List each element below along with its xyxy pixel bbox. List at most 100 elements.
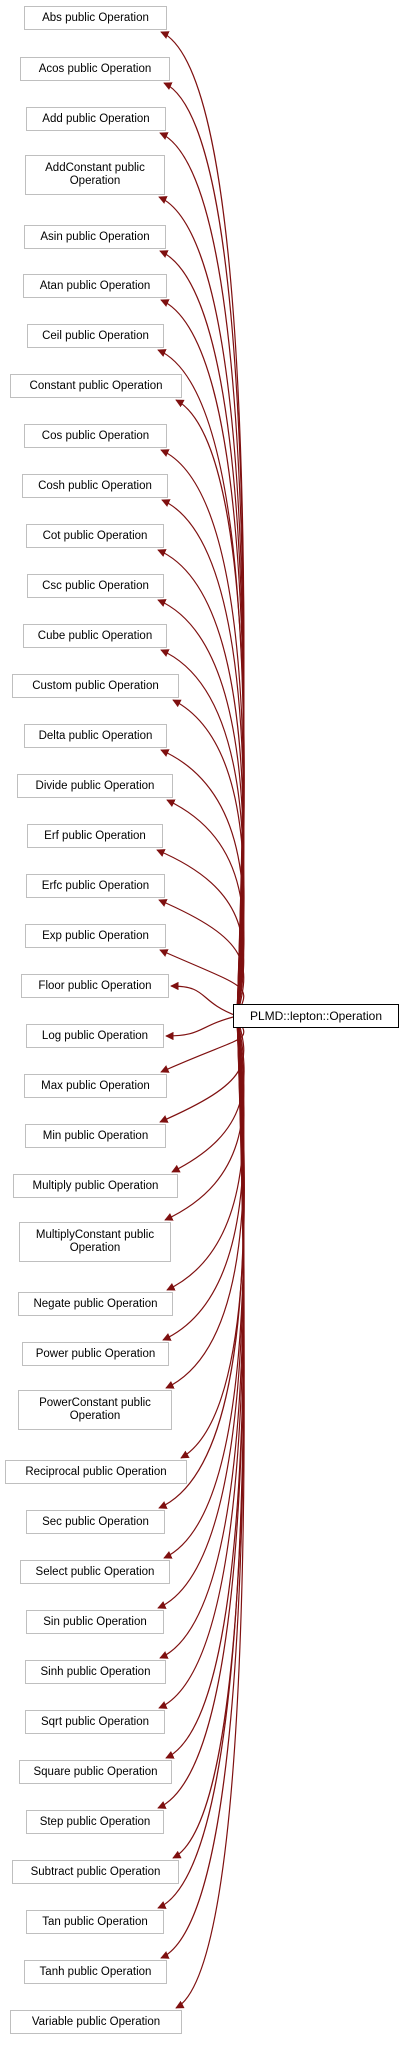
child-class-label: Variable public Operation (31, 2015, 161, 2028)
child-class-label: Subtract public Operation (30, 1865, 161, 1878)
child-class-label: Custom public Operation (32, 679, 159, 692)
inheritance-edge (159, 1015, 245, 1123)
child-class-node[interactable]: PowerConstant public Operation (18, 1390, 172, 1430)
child-class-label: Cube public Operation (37, 629, 153, 642)
inheritance-edge (160, 649, 245, 1017)
child-class-node[interactable]: Delta public Operation (24, 724, 167, 748)
root-class-label: PLMD::lepton::Operation (249, 1009, 383, 1023)
child-class-node[interactable]: Cos public Operation (24, 424, 167, 448)
child-class-node[interactable]: Tanh public Operation (24, 1960, 167, 1984)
child-class-node[interactable]: Ceil public Operation (27, 324, 164, 348)
child-class-node[interactable]: Multiply public Operation (13, 1174, 178, 1198)
child-class-label: Cosh public Operation (38, 479, 152, 492)
inheritance-edge (170, 981, 238, 1017)
child-class-label: Abs public Operation (42, 11, 149, 24)
child-class-label: Ceil public Operation (42, 329, 149, 342)
child-class-label: Acos public Operation (38, 62, 152, 75)
root-class-node[interactable]: PLMD::lepton::Operation (233, 1004, 399, 1028)
child-class-label: Csc public Operation (42, 579, 149, 592)
child-class-label: Step public Operation (39, 1815, 151, 1828)
child-class-node[interactable]: Cot public Operation (26, 524, 164, 548)
child-class-label: Sec public Operation (42, 1515, 149, 1528)
child-class-node[interactable]: Exp public Operation (25, 924, 166, 948)
child-class-label: Max public Operation (41, 1079, 150, 1092)
child-class-node[interactable]: Acos public Operation (20, 57, 170, 81)
child-class-label: Tanh public Operation (39, 1965, 152, 1978)
child-class-label: Sin public Operation (43, 1615, 147, 1628)
inheritance-edge (166, 1015, 245, 1291)
child-class-label: Divide public Operation (35, 779, 155, 792)
child-class-node[interactable]: Sec public Operation (26, 1510, 165, 1534)
child-class-label: AddConstant public Operation (45, 162, 145, 187)
child-class-label: Delta public Operation (38, 729, 153, 742)
child-class-node[interactable]: Subtract public Operation (12, 1860, 179, 1884)
child-class-label: Multiply public Operation (32, 1179, 159, 1192)
child-class-node[interactable]: Step public Operation (26, 1810, 164, 1834)
child-class-node[interactable]: Constant public Operation (10, 374, 182, 398)
inheritance-edge (160, 749, 245, 1017)
inheritance-edge (157, 599, 245, 1017)
child-class-node[interactable]: Log public Operation (26, 1024, 164, 1048)
child-class-node[interactable]: Sin public Operation (26, 1610, 164, 1634)
child-class-label: PowerConstant public Operation (39, 1397, 151, 1422)
inheritance-edge (172, 699, 245, 1017)
child-class-label: Cot public Operation (42, 529, 148, 542)
child-class-label: Cos public Operation (41, 429, 150, 442)
child-class-label: Square public Operation (33, 1765, 158, 1778)
child-class-label: Power public Operation (35, 1347, 156, 1360)
child-class-node[interactable]: Max public Operation (24, 1074, 167, 1098)
child-class-label: Floor public Operation (38, 979, 152, 992)
child-class-node[interactable]: Cosh public Operation (22, 474, 168, 498)
child-class-node[interactable]: Variable public Operation (10, 2010, 182, 2034)
child-class-label: Min public Operation (42, 1129, 149, 1142)
inheritance-edge (158, 1015, 245, 1509)
inheritance-edge (158, 899, 245, 1017)
child-class-label: Exp public Operation (42, 929, 149, 942)
child-class-node[interactable]: Erf public Operation (27, 824, 163, 848)
child-class-label: Log public Operation (41, 1029, 149, 1042)
inheritance-edge (156, 849, 245, 1017)
child-class-node[interactable]: Add public Operation (26, 107, 166, 131)
child-class-node[interactable]: Cube public Operation (23, 624, 167, 648)
child-class-node[interactable]: Power public Operation (22, 1342, 169, 1366)
child-class-label: Erf public Operation (44, 829, 146, 842)
child-class-node[interactable]: Asin public Operation (24, 225, 166, 249)
child-class-label: Asin public Operation (40, 230, 150, 243)
child-class-node[interactable]: Erfc public Operation (26, 874, 165, 898)
inheritance-edge (175, 1015, 245, 2009)
child-class-label: Select public Operation (35, 1565, 155, 1578)
child-class-node[interactable]: Min public Operation (25, 1124, 166, 1148)
child-class-node[interactable]: Csc public Operation (27, 574, 164, 598)
child-class-label: Sqrt public Operation (40, 1715, 150, 1728)
inheritance-edge (159, 1015, 245, 1659)
child-class-node[interactable]: Custom public Operation (12, 674, 179, 698)
child-class-node[interactable]: Sinh public Operation (25, 1660, 166, 1684)
child-class-label: Negate public Operation (33, 1297, 158, 1310)
child-class-node[interactable]: AddConstant public Operation (25, 155, 165, 195)
child-class-node[interactable]: Abs public Operation (24, 6, 167, 30)
child-class-node[interactable]: Tan public Operation (26, 1910, 164, 1934)
child-class-label: Erfc public Operation (41, 879, 150, 892)
child-class-node[interactable]: MultiplyConstant public Operation (19, 1222, 171, 1262)
inheritance-edge (171, 1015, 245, 1173)
child-class-node[interactable]: Square public Operation (19, 1760, 172, 1784)
child-class-node[interactable]: Reciprocal public Operation (5, 1460, 187, 1484)
inheritance-edge (165, 1015, 238, 1041)
child-class-node[interactable]: Select public Operation (20, 1560, 170, 1584)
inheritance-edge (160, 1015, 245, 1073)
child-class-label: Atan public Operation (39, 279, 151, 292)
child-class-node[interactable]: Atan public Operation (23, 274, 167, 298)
inheritance-edge (172, 1015, 245, 1859)
inheritance-edge (159, 132, 245, 1017)
child-class-node[interactable]: Divide public Operation (17, 774, 173, 798)
child-class-label: Reciprocal public Operation (25, 1465, 167, 1478)
child-class-node[interactable]: Negate public Operation (18, 1292, 173, 1316)
inheritance-edge (165, 1015, 245, 1759)
inheritance-edge (164, 1015, 245, 1221)
child-class-label: Sinh public Operation (40, 1665, 151, 1678)
child-class-node[interactable]: Floor public Operation (21, 974, 169, 998)
child-class-node[interactable]: Sqrt public Operation (25, 1710, 165, 1734)
inheritance-edge (166, 799, 245, 1017)
